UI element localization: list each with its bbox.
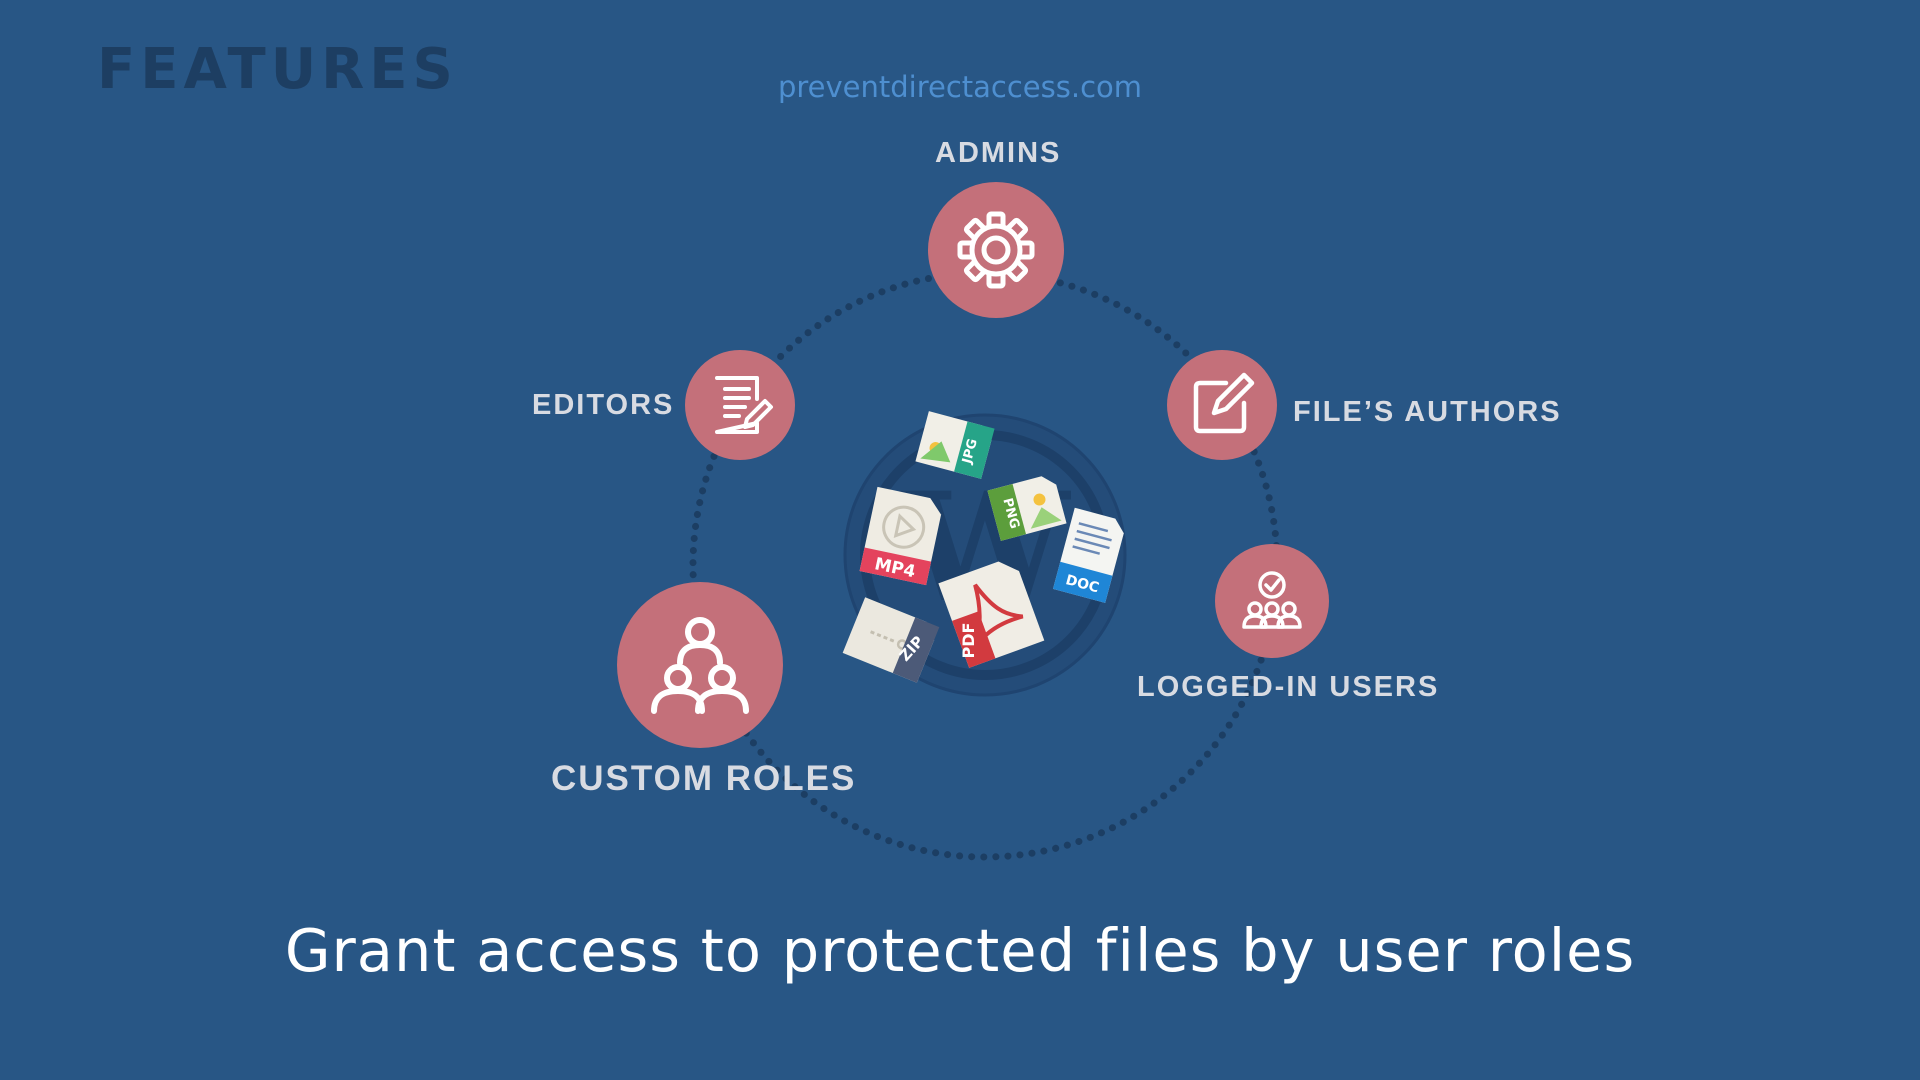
zip-file-icon: ZIP [842, 597, 940, 683]
pdf-file-label: PDF [959, 623, 978, 659]
role-label-custom: CUSTOM ROLES [551, 759, 857, 798]
role-label-logged-in: LOGGED-IN USERS [1137, 671, 1440, 703]
doc-file-icon: DOC [1053, 507, 1124, 603]
role-label-admins: ADMINS [935, 137, 1062, 169]
admins-node [928, 182, 1064, 318]
jpg-file-label: JPG [960, 437, 981, 466]
role-label-editors: EDITORS [532, 389, 675, 421]
authors-node [1167, 350, 1277, 460]
pencil-square-icon [1193, 372, 1255, 434]
custom-node [617, 582, 783, 748]
pdf-file-icon: PDF [938, 561, 1045, 668]
role-label-authors: FILE’S AUTHORS [1293, 396, 1562, 428]
features-title: FEATURES [97, 37, 458, 102]
group-check-icon [1242, 571, 1302, 629]
gear-icon [957, 211, 1035, 289]
logged-in-node [1215, 544, 1329, 658]
site-url: preventdirectaccess.com [777, 70, 1143, 104]
headline: Grant access to protected files by user … [284, 916, 1636, 985]
document-edit-icon [715, 376, 773, 434]
team-hierarchy-icon [651, 617, 749, 714]
jpg-file-icon: JPG [915, 411, 995, 479]
editors-node [685, 350, 795, 460]
mp4-file-icon: MP4 [859, 486, 942, 586]
